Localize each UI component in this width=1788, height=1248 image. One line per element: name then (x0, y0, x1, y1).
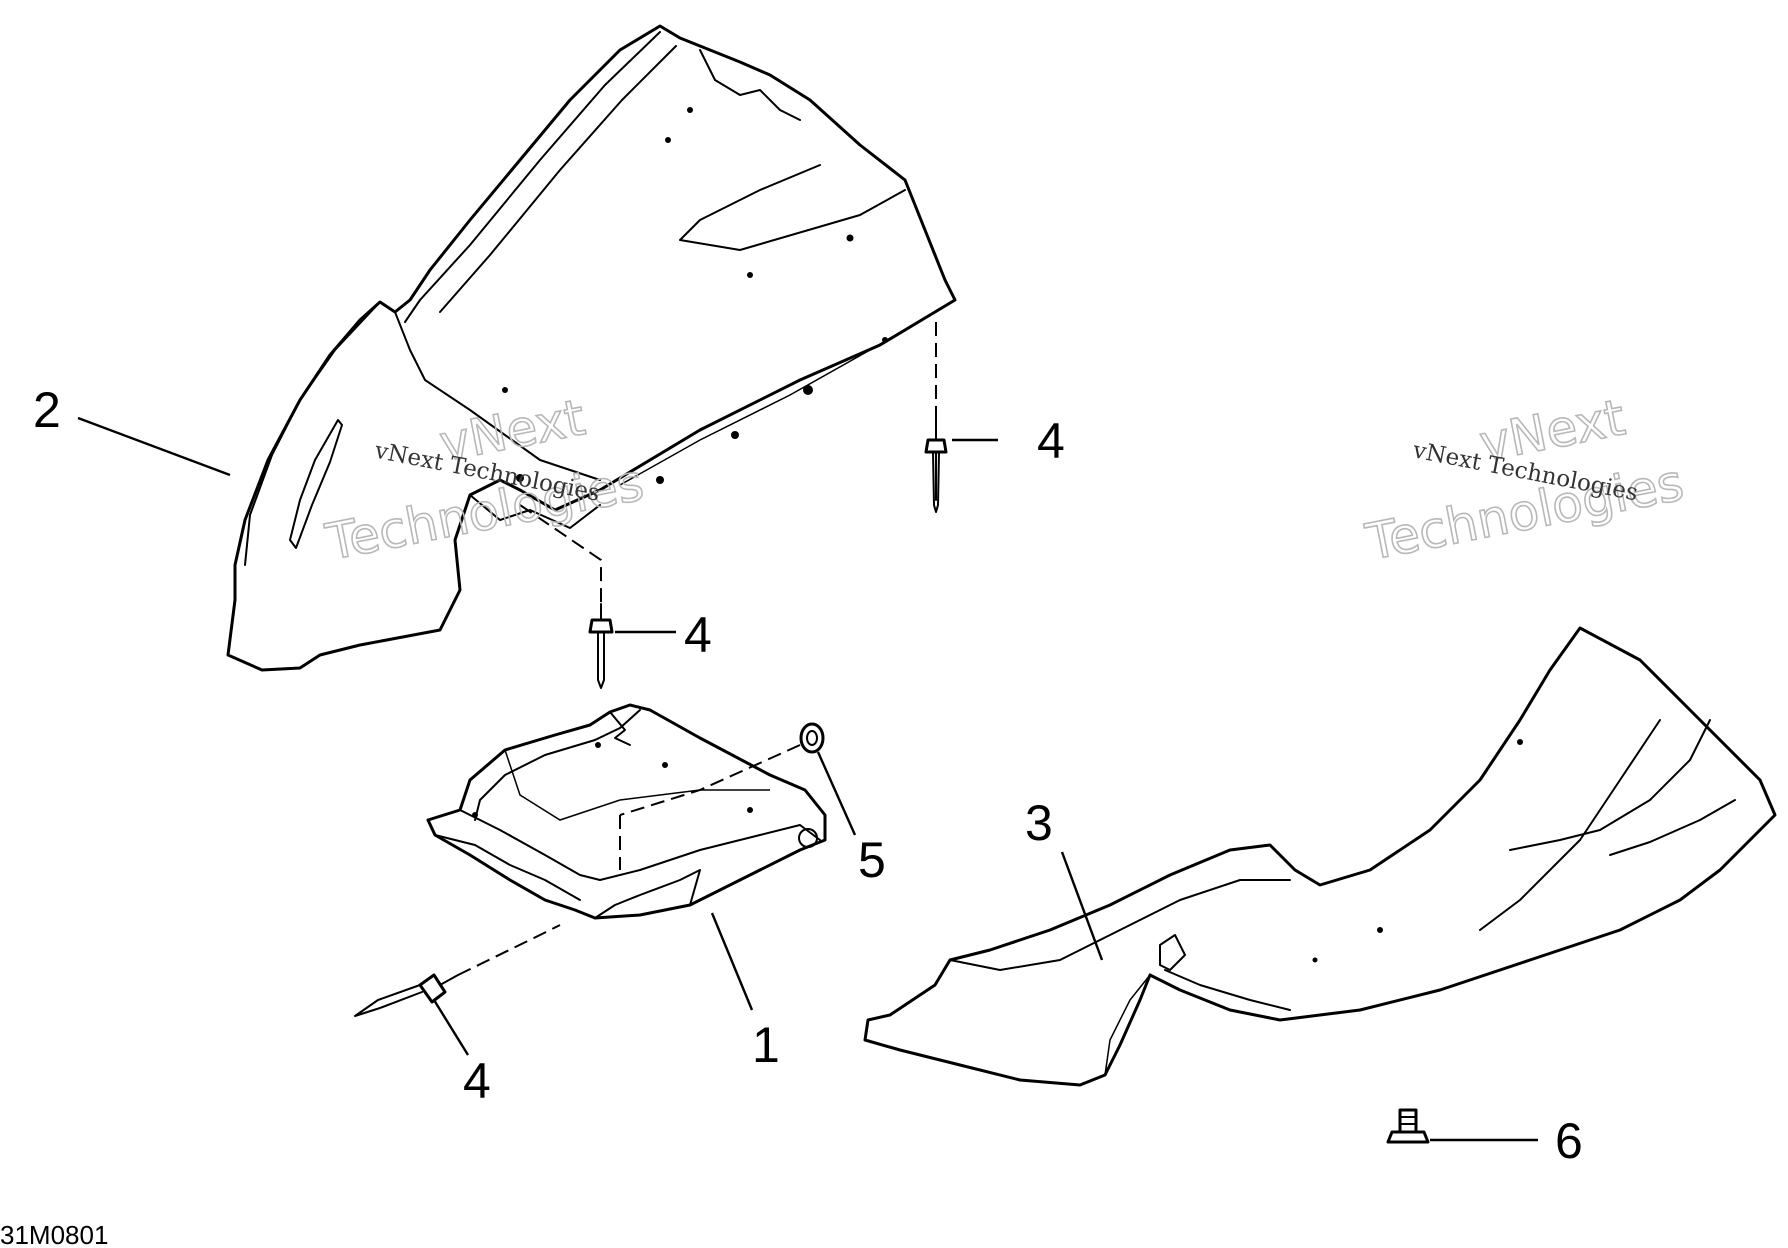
part-3-inner-sweep (1479, 719, 1661, 931)
clip-5-ring (799, 722, 825, 754)
part-1-inner-panel (504, 749, 770, 821)
screw-6-thread (1399, 1116, 1417, 1125)
part-3-outline (863, 626, 1777, 1087)
part-2-hole (665, 137, 671, 143)
part-2-top-tab (699, 49, 801, 121)
part-1-hole (595, 742, 601, 748)
callout-5: 5 (858, 832, 886, 888)
pin-body (597, 603, 605, 689)
part-2-hole (687, 107, 693, 113)
part-1-hole (747, 807, 753, 813)
part-1-skid-bottom (594, 869, 701, 919)
part-1-hole (472, 812, 478, 818)
part-2-rim-rail-inner (439, 45, 677, 313)
callout-4-lower: 4 (463, 1053, 491, 1109)
pin-body (354, 974, 459, 1017)
part-2-hole (803, 385, 813, 395)
part-2-bottom-tab (469, 494, 601, 529)
figure-id: 31M0801 (0, 1220, 108, 1248)
part-2-upper-shroud (226, 24, 957, 672)
part-3-top-edge (949, 879, 1291, 971)
part-1-hole (662, 762, 668, 768)
leader-4-lower (432, 999, 470, 1056)
fastener-4-upper (924, 419, 948, 513)
part-1-front-edge (434, 834, 581, 901)
part-1-skid-plate (599, 824, 821, 881)
screw-6 (1386, 1108, 1430, 1144)
part-2-hole (731, 431, 739, 439)
assembly-line-middle-pin (519, 504, 602, 604)
part-2-crease (679, 164, 906, 251)
part-2-left-flange (244, 301, 381, 566)
assembly-line-lower-pin (457, 924, 561, 976)
pin-shaft (929, 419, 943, 501)
part-3-hole (1312, 957, 1318, 963)
part-2-hole (656, 476, 664, 484)
leader-3 (1060, 851, 1104, 961)
fastener-4-lower (354, 973, 459, 1017)
leader-5 (816, 751, 857, 836)
part-2-hole (882, 337, 888, 343)
part-1-deflector (426, 703, 827, 920)
leader-2 (77, 416, 231, 477)
part-1-top-lip (474, 709, 641, 821)
part-2-rim-rail (404, 31, 661, 323)
part-2-hole (516, 474, 524, 482)
part-2-hole (747, 272, 753, 278)
pin-head (418, 973, 447, 1004)
part-1-notch (609, 711, 631, 746)
part-3-lower-guard (863, 626, 1777, 1087)
part-3-ridge-2 (1609, 799, 1736, 856)
part-1-front-fold (459, 809, 601, 881)
screw-6-shank (1398, 1108, 1418, 1134)
part-3-inner-fold (1164, 969, 1291, 1011)
assembly-line-clip (619, 744, 801, 816)
part-2-hole (846, 234, 854, 242)
part-1-outline (426, 703, 827, 920)
callout-2: 2 (33, 382, 61, 438)
part-3-lower-line (1104, 974, 1151, 1076)
part-2-lower-edge (619, 299, 956, 486)
part-3-hole (1377, 927, 1383, 933)
pin-head (924, 438, 948, 454)
part-2-flange-slot (289, 419, 343, 549)
clip-5-hole (806, 730, 818, 746)
callout-3: 3 (1025, 795, 1053, 851)
screw-6-head (1386, 1130, 1430, 1144)
part-3-ridge (1509, 719, 1711, 851)
callout-4-upper: 4 (1037, 413, 1065, 469)
fastener-4-middle (588, 603, 614, 689)
callout-4-middle: 4 (684, 607, 712, 663)
callout-1: 1 (752, 1017, 780, 1073)
part-3-mount-tab (1159, 934, 1186, 971)
callout-6: 6 (1555, 1113, 1583, 1169)
part-2-hole (502, 387, 508, 393)
pin-body (932, 451, 940, 513)
part-1-mount-boss (798, 828, 818, 848)
part-2-flange-edge (394, 311, 601, 481)
clip-5 (799, 722, 825, 754)
pin-head (588, 618, 614, 634)
part-3-hole (1517, 739, 1523, 745)
leader-1 (710, 912, 754, 1011)
